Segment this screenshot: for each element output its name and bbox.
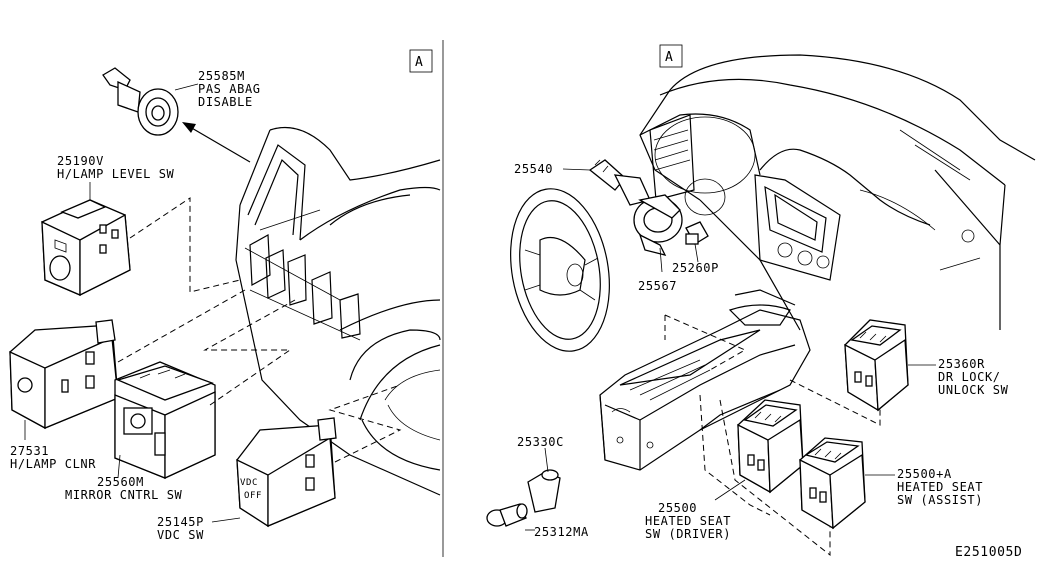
left-dashboard-illustration [235,126,441,496]
right-dashboard-illustration [639,54,1036,331]
label-25560M: 25560M MIRROR CNTRL SW [65,475,183,502]
svg-text:25145P: 25145P [157,515,204,529]
svg-text:A: A [415,55,423,70]
svg-text:MIRROR CNTRL SW: MIRROR CNTRL SW [65,488,183,502]
label-25360R: 25360R DR LOCK/ UNLOCK SW [938,357,1009,397]
svg-text:HEATED SEAT: HEATED SEAT [645,514,731,528]
dash-heated-assist [719,399,831,557]
label-25540: 25540 [514,162,553,176]
svg-text:SW (ASSIST): SW (ASSIST) [897,493,983,507]
view-tag-right: A [659,44,683,68]
dash-25145P [328,384,402,463]
leader-25145P [211,517,241,523]
svg-text:HEATED SEAT: HEATED SEAT [897,480,983,494]
label-25500: 25500 HEATED SEAT SW (DRIVER) [645,501,731,541]
leader-25585M [174,83,199,91]
label-25312MA: 25312MA [534,525,589,539]
label-25145P: 25145P VDC SW [157,515,204,542]
center-console-illustration [599,289,811,471]
pointer-arrow [182,122,251,163]
part-25190V-illustration [41,199,131,297]
label-25585M: 25585M PAS ABAG DISABLE [198,69,261,109]
label-25567: 25567 [638,279,677,293]
svg-text:SW (DRIVER): SW (DRIVER) [645,527,731,541]
svg-text:H/LAMP LEVEL SW: H/LAMP LEVEL SW [57,167,175,181]
svg-text:PAS ABAG: PAS ABAG [198,82,261,96]
dash-dr-lock [789,379,881,426]
leader-25567 [659,247,663,273]
part-25585M-illustration [102,67,179,136]
svg-text:25500: 25500 [658,501,697,515]
part-27531-illustration [9,319,119,430]
leader-25540 [562,168,591,171]
label-25190V: 25190V H/LAMP LEVEL SW [57,154,175,181]
svg-text:UNLOCK SW: UNLOCK SW [938,383,1009,397]
leader-25560M [117,454,121,479]
part-25540-illustration [588,159,651,206]
svg-text:25360R: 25360R [938,357,985,371]
svg-text:DISABLE: DISABLE [198,95,253,109]
part-25260P-illustration [685,221,709,245]
leader-25260P [694,243,699,263]
svg-text:25190V: 25190V [57,154,104,168]
part-25330C-illustration [527,469,561,513]
label-25500A: 25500+A HEATED SEAT SW (ASSIST) [897,467,983,507]
svg-text:VDC SW: VDC SW [157,528,204,542]
leader-25330C [544,447,549,473]
steering-wheel-illustration [510,188,610,352]
label-25330C: 25330C [517,435,564,449]
svg-text:25500+A: 25500+A [897,467,952,481]
label-27531: 27531 H/LAMP CLNR [10,444,96,471]
label-25260P: 25260P [672,261,719,275]
diagram-id: E251005D [955,545,1022,560]
svg-text:25585M: 25585M [198,69,245,83]
part-25500-illustration [737,399,804,494]
vdc-face-text: VDC [240,478,258,488]
dash-27531 [117,289,246,363]
part-25145P-illustration: VDC OFF [236,417,337,528]
svg-text:H/LAMP CLNR: H/LAMP CLNR [10,457,96,471]
view-tag-left: A [409,49,433,73]
part-25560M-illustration [114,361,216,480]
leader-25500 [714,479,746,501]
part-25360R-illustration [844,319,909,412]
part-25567-illustration [633,194,683,256]
svg-text:DR LOCK/: DR LOCK/ [938,370,1001,384]
part-25500A-illustration [799,437,866,530]
svg-text:27531: 27531 [10,444,49,458]
svg-text:A: A [665,50,673,65]
svg-text:25560M: 25560M [97,475,144,489]
dash-heated-driver [699,394,771,516]
dash-console-left [664,314,747,371]
dash-25560M [203,299,296,406]
part-25312MA-illustration [486,503,528,527]
off-face-text: OFF [244,491,262,501]
dash-25190V [129,197,241,293]
